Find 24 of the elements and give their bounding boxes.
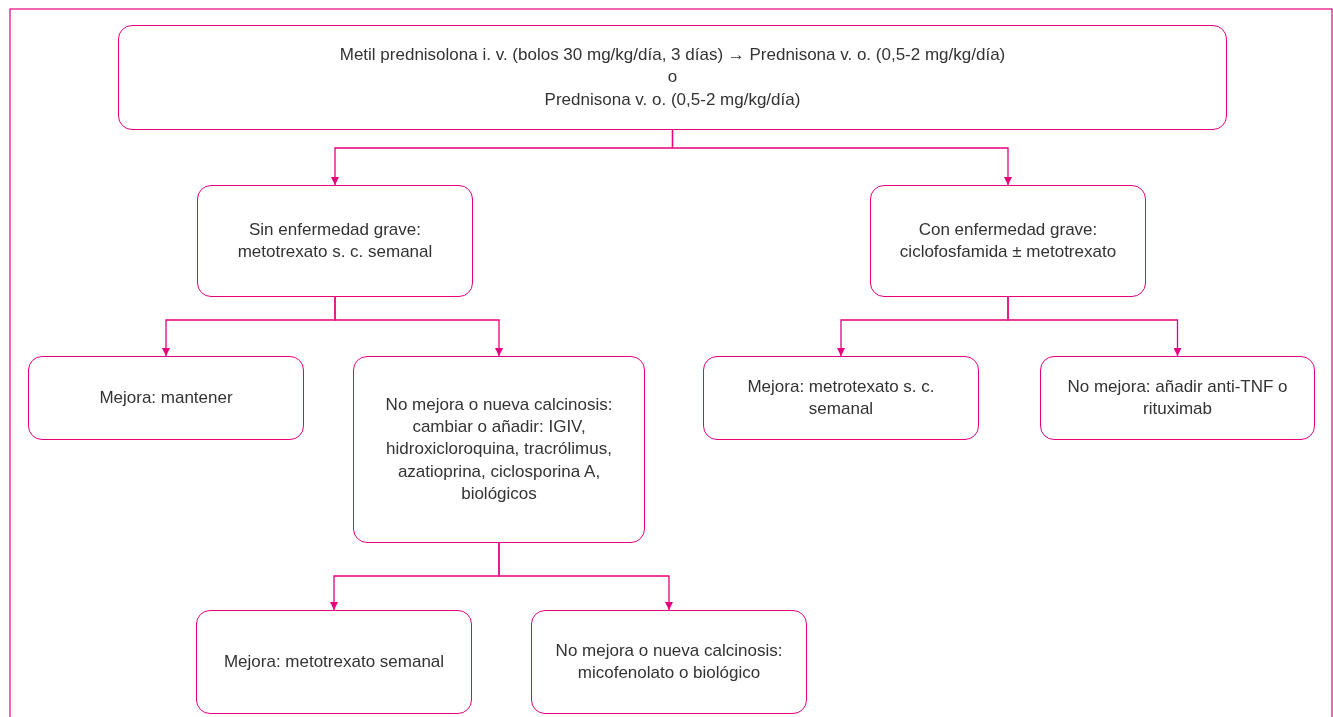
arrow xyxy=(671,129,1012,186)
node-text: Con enfermedad grave: ciclofosfamida ± metotrexato xyxy=(898,218,1118,263)
arrow xyxy=(334,296,503,357)
node-text: Prednisona v. o. (0,5-2 mg/kg/día) xyxy=(544,88,801,111)
arrow xyxy=(1007,296,1182,357)
process-box xyxy=(118,25,1227,130)
process-box xyxy=(870,185,1146,297)
process-box xyxy=(196,610,472,714)
process-box xyxy=(703,356,979,440)
node-text: Metil prednisolona i. v. (bolos 30 mg/kg/día, 3 días) → Prednisona v. o. (0,5-2 mg/kg/día) xyxy=(339,44,1006,67)
node-text: Mejora: mantener xyxy=(99,386,233,409)
node-text: No mejora: añadir anti-TNF o rituximab xyxy=(1066,375,1289,420)
process-box xyxy=(353,356,645,543)
node-text: o xyxy=(667,66,678,89)
process-box xyxy=(197,185,473,297)
node-text: Sin enfermedad grave: metotrexato s. c. semanal xyxy=(236,218,434,263)
node-text: Mejora: metotrexato semanal xyxy=(223,650,445,673)
node-text: No mejora o nueva calcinosis: cambiar o añadir: IGIV, hidroxicloroquina, tracrólimus, azatioprina, ciclosporina A, biológicos xyxy=(384,394,614,505)
node-text: Mejora: metrotexato s. c. semanal xyxy=(746,375,936,420)
process-box xyxy=(1040,356,1315,440)
node-text: No mejora o nueva calcinosis: micofenolato o biológico xyxy=(554,639,784,684)
process-box xyxy=(531,610,807,714)
arrow xyxy=(498,542,673,611)
process-box xyxy=(28,356,304,440)
